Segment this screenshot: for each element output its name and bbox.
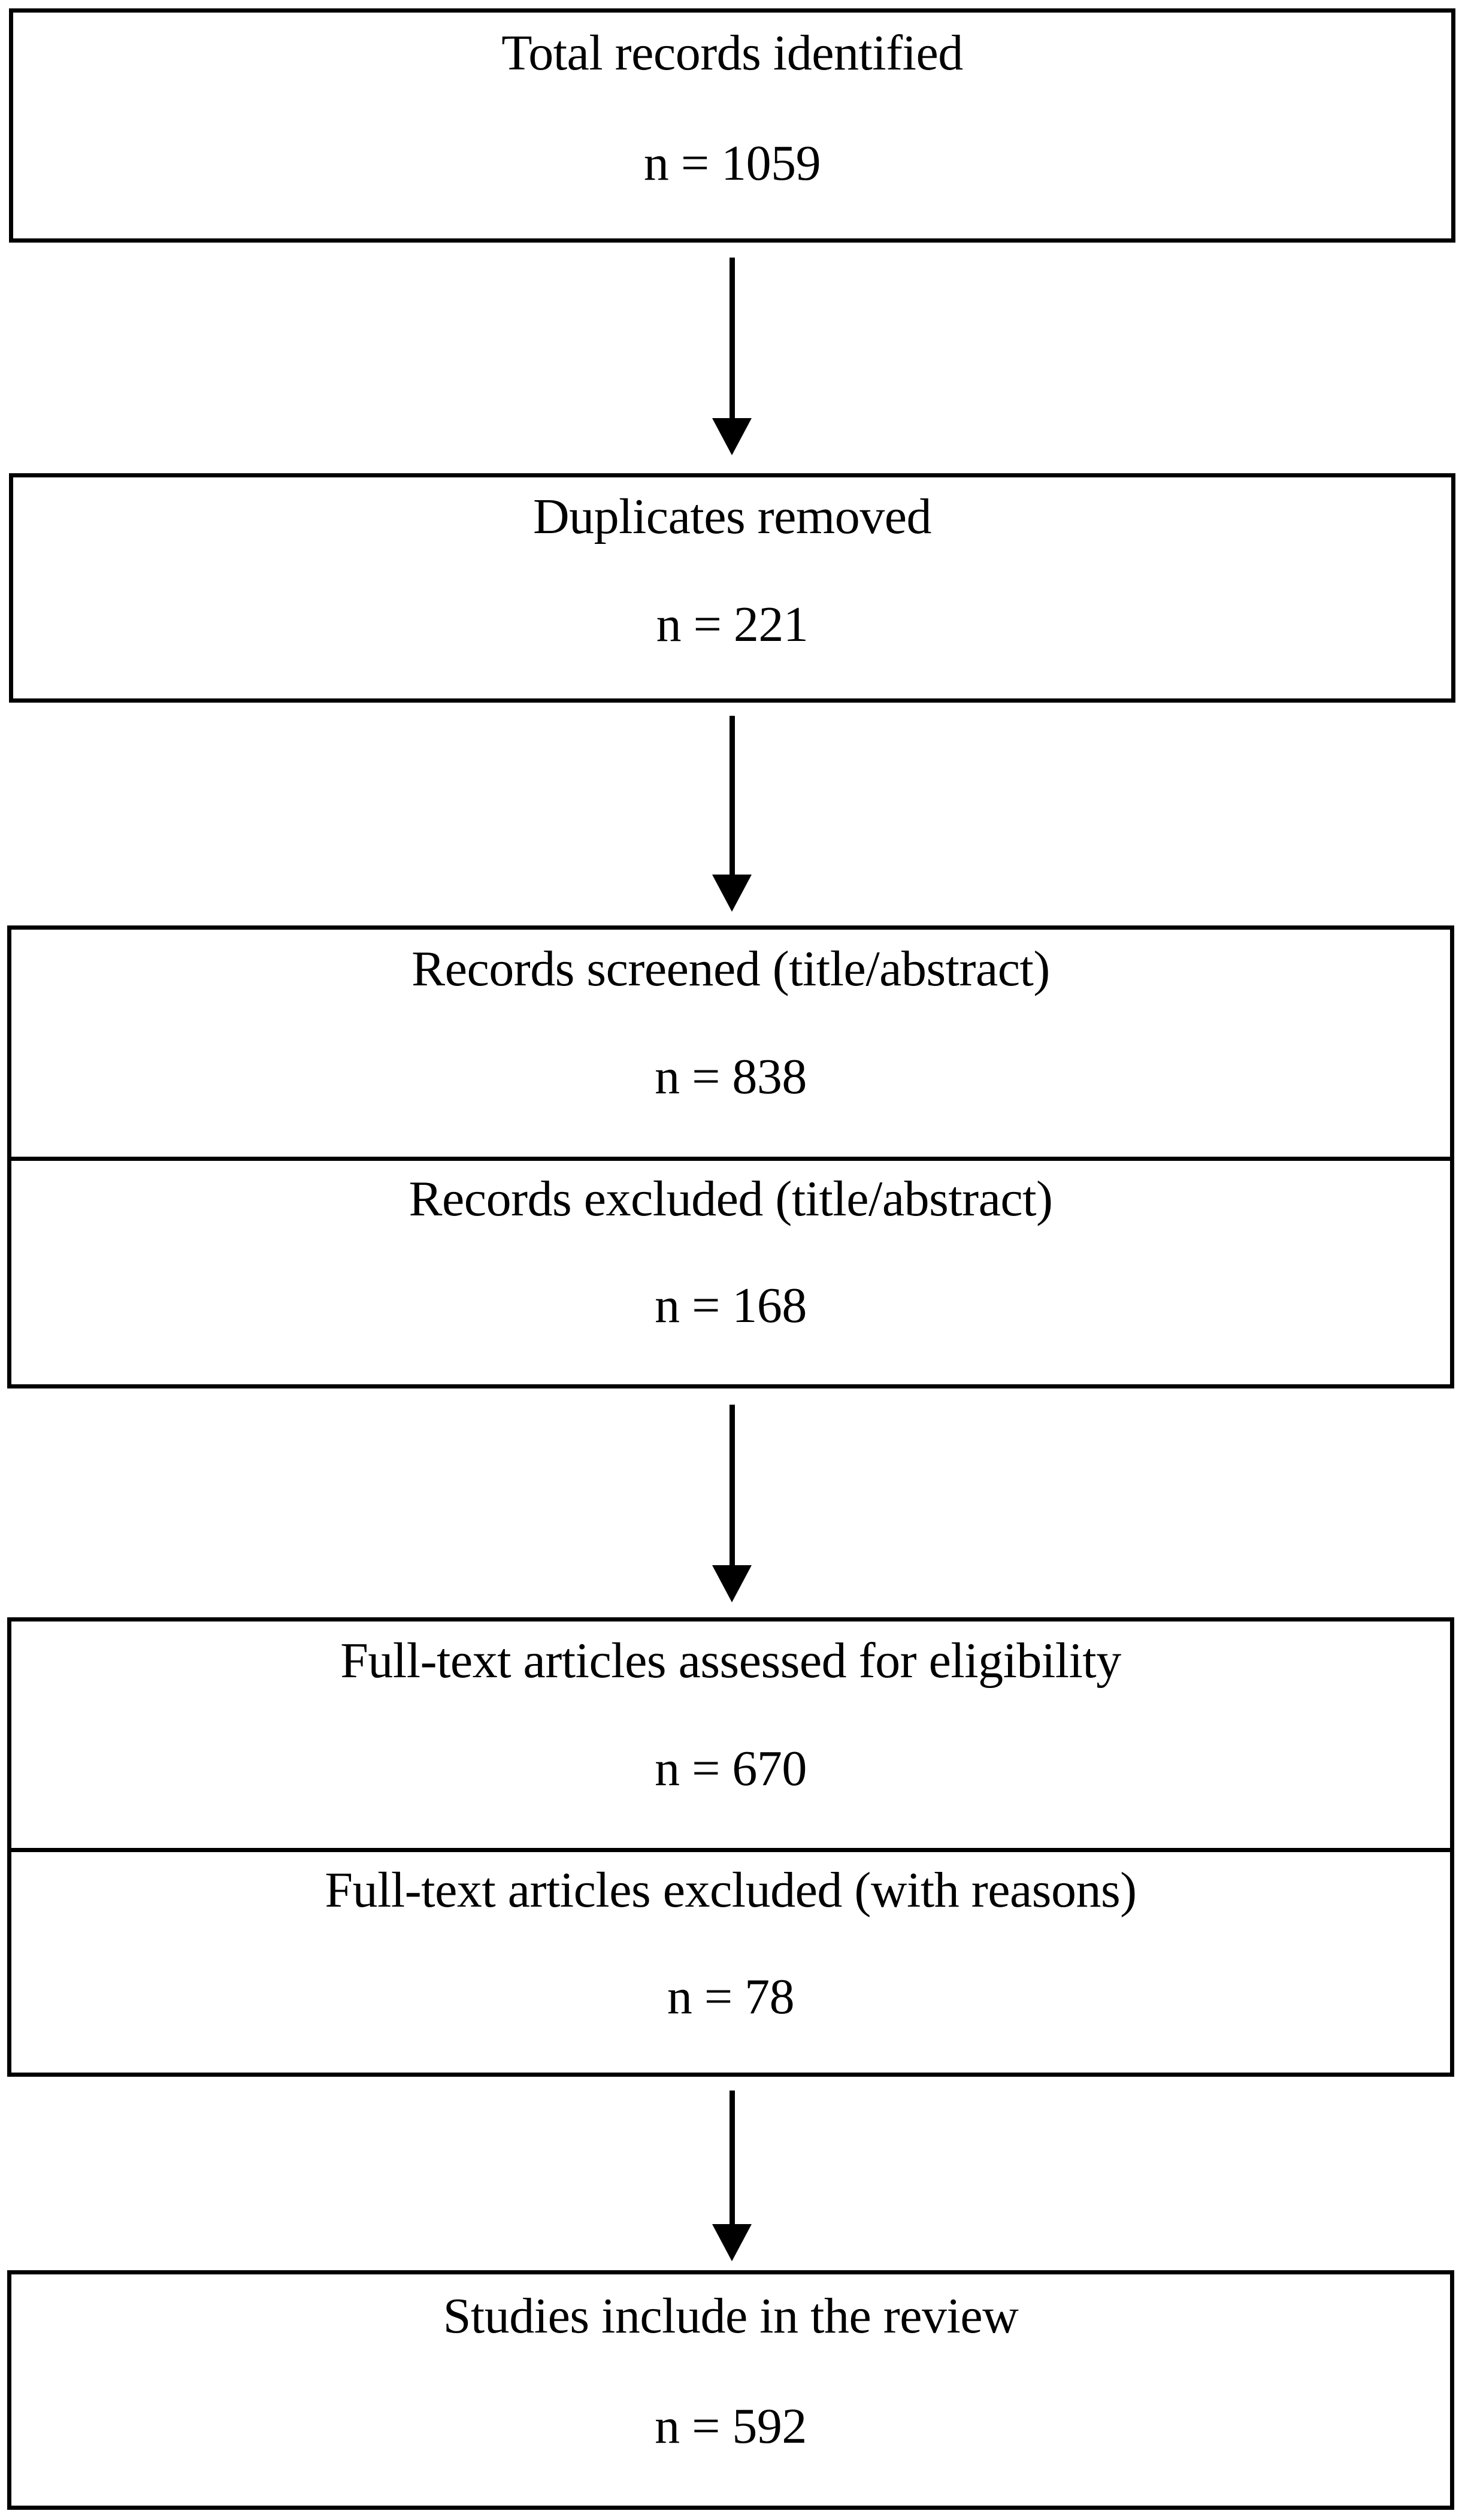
node-cell-duplicates: Duplicates removed n = 221 bbox=[13, 477, 1451, 698]
node-count: n = 670 bbox=[655, 1741, 807, 1796]
node-title: Records screened (title/abstract) bbox=[411, 941, 1050, 997]
node-cell-records-excluded: Records excluded (title/abstract) n = 16… bbox=[11, 1161, 1450, 1384]
arrow-down-icon bbox=[712, 2224, 752, 2261]
arrow-shaft bbox=[730, 716, 735, 877]
node-count: n = 1059 bbox=[643, 135, 821, 191]
node-group-screening: Records screened (title/abstract) n = 83… bbox=[7, 925, 1454, 1388]
node-title: Records excluded (title/abstract) bbox=[408, 1171, 1053, 1227]
arrow-shaft bbox=[730, 1405, 735, 1568]
arrow-fulltext-to-included bbox=[692, 2091, 771, 2261]
node-title: Studies include in the review bbox=[443, 2288, 1019, 2344]
node-count: n = 221 bbox=[656, 597, 809, 652]
arrow-down-icon bbox=[712, 875, 752, 912]
node-group-eligibility: Full-text articles assessed for eligibil… bbox=[7, 1617, 1454, 2077]
arrow-identification-to-duplicates bbox=[692, 258, 771, 455]
node-title: Full-text articles excluded (with reason… bbox=[325, 1862, 1137, 1918]
node-title: Total records identified bbox=[501, 25, 963, 81]
node-count: n = 838 bbox=[655, 1049, 807, 1105]
node-cell-fulltext-assessed: Full-text articles assessed for eligibil… bbox=[11, 1621, 1450, 1852]
node-count: n = 78 bbox=[667, 1969, 795, 2025]
arrow-duplicates-to-screened bbox=[692, 716, 771, 912]
arrow-shaft bbox=[730, 2091, 735, 2226]
arrow-screened-to-fulltext bbox=[692, 1405, 771, 1602]
node-total-records-identified: Total records identified n = 1059 bbox=[9, 8, 1455, 243]
node-cell-fulltext-excluded: Full-text articles excluded (with reason… bbox=[11, 1852, 1450, 2073]
node-cell-included: Studies include in the review n = 592 bbox=[11, 2274, 1450, 2506]
node-count: n = 168 bbox=[655, 1278, 807, 1333]
arrow-down-icon bbox=[712, 418, 752, 455]
node-cell-identification: Total records identified n = 1059 bbox=[13, 13, 1451, 238]
arrow-down-icon bbox=[712, 1565, 752, 1602]
node-duplicates-removed: Duplicates removed n = 221 bbox=[9, 473, 1455, 703]
arrow-shaft bbox=[730, 258, 735, 420]
node-title: Duplicates removed bbox=[532, 489, 932, 544]
node-cell-records-screened: Records screened (title/abstract) n = 83… bbox=[11, 930, 1450, 1161]
node-studies-included: Studies include in the review n = 592 bbox=[7, 2270, 1454, 2510]
node-count: n = 592 bbox=[655, 2398, 807, 2454]
node-title: Full-text articles assessed for eligibil… bbox=[340, 1633, 1121, 1689]
